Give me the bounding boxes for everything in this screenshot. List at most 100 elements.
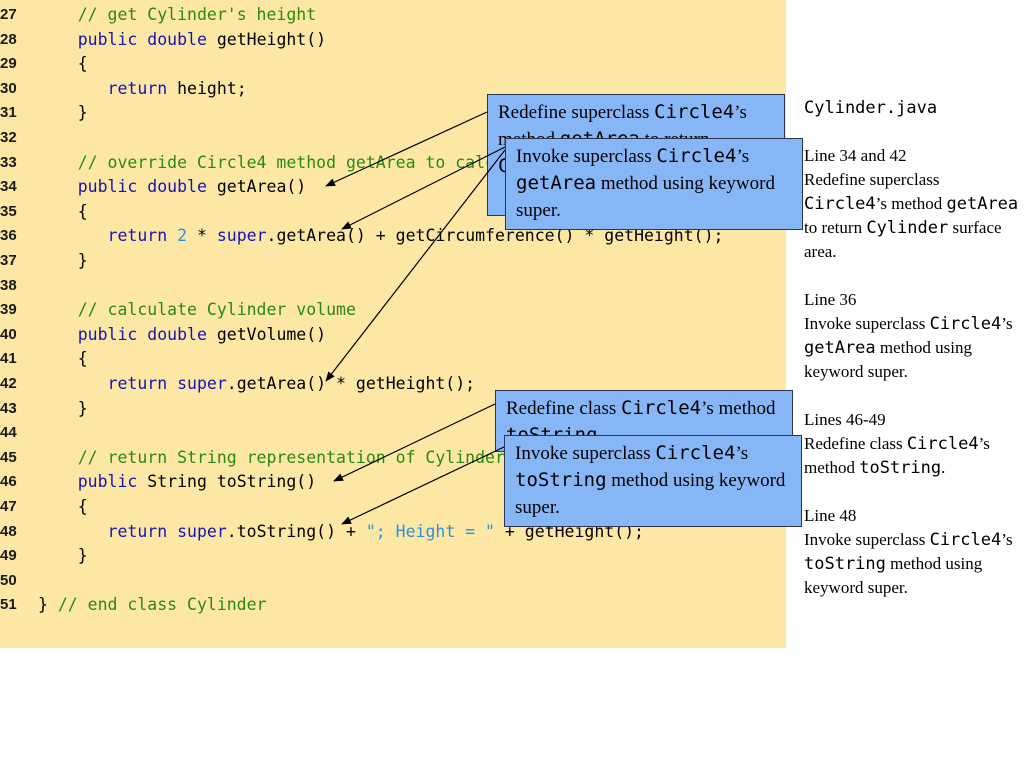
code-line: 38 — [0, 274, 786, 298]
code-line: 29 { — [0, 52, 786, 76]
code-token: } — [38, 251, 88, 270]
line-number: 27 — [0, 6, 17, 23]
code-term: getArea — [946, 194, 1019, 214]
note-text: Redefine class Circle4’s method toString… — [804, 432, 1019, 480]
code-token: height; — [167, 78, 247, 98]
code-line: 49 } — [0, 544, 786, 568]
text-run: Invoke superclass — [515, 443, 656, 464]
code-text: // return String representation of Cylin… — [38, 446, 575, 470]
code-text: { — [38, 52, 88, 76]
text-run: ’s method — [804, 434, 990, 477]
code-text: } — [38, 397, 88, 421]
text-run: method using keyword super. — [515, 470, 786, 518]
code-token: } — [38, 546, 88, 566]
code-token — [38, 374, 108, 393]
code-term: toString — [859, 458, 942, 478]
code-literal: "; Height = " — [365, 521, 495, 541]
code-token: getVolume() — [206, 324, 327, 344]
code-token — [38, 522, 108, 541]
code-keyword: return — [107, 374, 168, 393]
line-number: 36 — [0, 227, 17, 245]
code-line: 32 — [0, 126, 786, 150]
code-line: 39 // calculate Cylinder volume — [0, 298, 786, 322]
text-run: ’s method — [875, 194, 947, 213]
code-text: // calculate Cylinder volume — [38, 298, 356, 322]
text-run: ’s — [736, 146, 750, 167]
code-keyword: return — [107, 78, 168, 98]
code-token: getHeight() — [206, 29, 327, 49]
code-token — [38, 5, 78, 24]
note-text: Invoke superclass Circle4’s toString met… — [804, 528, 1019, 600]
code-token — [38, 30, 78, 49]
code-token: } — [38, 595, 58, 615]
line-number: 29 — [0, 55, 17, 73]
callout-invoke-getarea: Invoke superclass Circle4’s getArea meth… — [505, 138, 803, 230]
code-line: 27 // get Cylinder's height — [0, 3, 786, 27]
code-text: { — [38, 347, 88, 371]
code-term: Circle4 — [655, 442, 736, 464]
file-name: Cylinder.java — [804, 98, 938, 118]
note-line-ref: Line 34 and 42 — [804, 146, 907, 165]
line-number: 38 — [0, 276, 17, 294]
code-line: 30 return height; — [0, 77, 786, 101]
code-token — [38, 153, 78, 172]
line-number: 31 — [0, 104, 17, 122]
line-number: 45 — [0, 448, 17, 466]
line-number: 35 — [0, 202, 17, 220]
code-term: Circle4 — [929, 314, 1002, 334]
code-text: } — [38, 249, 88, 273]
code-token: .toString() + — [226, 521, 366, 541]
note-line-ref: Line 36 — [804, 290, 857, 309]
code-line: 31 } — [0, 101, 786, 125]
code-text: public String toString() — [38, 470, 316, 494]
line-number: 50 — [0, 571, 17, 589]
code-keyword: double — [147, 177, 207, 197]
text-run: Invoke superclass — [804, 530, 930, 549]
code-token: .getArea() * getHeight(); — [226, 374, 476, 393]
code-keyword: public — [77, 324, 138, 344]
line-number: 28 — [0, 30, 17, 48]
text-run: Redefine superclass — [804, 170, 940, 189]
code-token: String toString() — [137, 472, 317, 492]
code-token — [38, 472, 78, 491]
text-run: . — [941, 458, 946, 477]
code-text: public double getArea() — [38, 175, 307, 199]
line-number: 47 — [0, 498, 17, 515]
line-number: 51 — [0, 596, 17, 614]
code-line: 43 } — [0, 397, 786, 421]
text-run: Redefine superclass — [498, 102, 655, 123]
code-line: 50 — [0, 569, 786, 593]
code-text: public double getHeight() — [38, 28, 326, 52]
line-number: 44 — [0, 424, 17, 442]
note-line-ref: Lines 46-49 — [804, 410, 886, 429]
code-keyword: super — [177, 521, 227, 541]
code-comment: // calculate Cylinder volume — [77, 300, 356, 320]
line-number: 39 — [0, 301, 17, 319]
code-text: { — [38, 200, 88, 224]
code-line: 40 public double getVolume() — [0, 323, 786, 347]
code-line: 44 — [0, 421, 786, 445]
code-text: // get Cylinder's height — [38, 3, 316, 27]
line-number: 40 — [0, 325, 17, 343]
text-run: Invoke superclass — [804, 314, 930, 333]
line-number: 49 — [0, 547, 17, 565]
code-term: getArea — [516, 172, 597, 194]
text-run: ’s — [735, 443, 749, 464]
code-text: { — [38, 495, 88, 519]
text-run: Invoke superclass — [516, 146, 657, 167]
code-keyword: super — [177, 374, 227, 393]
code-token — [38, 79, 108, 98]
text-run: ’s — [1001, 314, 1013, 333]
code-term: Circle4 — [654, 101, 735, 123]
text-run: to return — [804, 218, 867, 237]
code-line: 34 public double getArea() — [0, 175, 786, 199]
code-token: { — [38, 201, 88, 221]
code-line: 46 public String toString() — [0, 470, 786, 494]
code-keyword: public — [77, 472, 138, 492]
code-line: 41 { — [0, 347, 786, 371]
text-run: ’s — [1001, 530, 1013, 549]
text-run: ’s method — [701, 398, 776, 419]
